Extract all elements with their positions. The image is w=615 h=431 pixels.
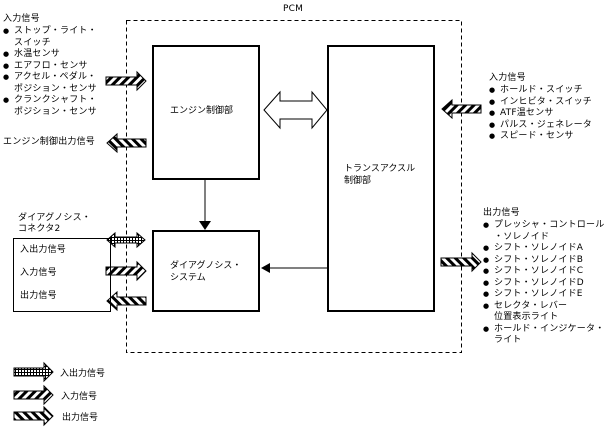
pcm-title: PCM: [283, 4, 304, 14]
pcm-boundary: [126, 20, 462, 353]
engine-control-block: [152, 45, 260, 180]
transaxle-output-arrow: [440, 251, 482, 273]
transaxle-input-item: スピード・センサ: [489, 131, 592, 143]
legend-io-arrow: [13, 361, 54, 383]
transaxle-input-item: インヒビタ・スイッチ: [489, 97, 592, 109]
engine-input-arrow: [105, 70, 147, 92]
diagnosis-system-block: [152, 230, 260, 312]
transaxle-label-line1: トランスアクスル: [344, 164, 416, 174]
transaxle-output-item: シフト・ソレノイドB: [483, 255, 604, 267]
engine-input-item: ストップ・ライト・スイッチ: [3, 26, 97, 49]
transaxle-output-item: プレッシャ・コントロール・ソレノイド: [483, 220, 604, 243]
diag-connector-title-1: ダイアグノシス・: [18, 213, 91, 223]
diagnosis-label-line1: ダイアグノシス・: [170, 261, 242, 271]
diagnosis-label-line2: システム: [170, 273, 206, 283]
transaxle-output-item: シフト・ソレノイドA: [483, 243, 604, 255]
transaxle-control-label: トランスアクスル 制御部: [344, 163, 415, 187]
bidirectional-arrow: [263, 90, 328, 130]
legend-input-arrow: [13, 384, 54, 406]
transaxle-input-arrow: [441, 98, 482, 120]
legend-io-label: 入出力信号: [60, 369, 106, 379]
legend-output-arrow: [13, 405, 54, 427]
transaxle-control-block: [327, 45, 435, 312]
transaxle-outputs-list: プレッシャ・コントロール・ソレノイド シフト・ソレノイドA シフト・ソレノイドB…: [483, 220, 604, 347]
engine-control-label: エンジン制御部: [170, 106, 234, 116]
transaxle-output-item: シフト・ソレノイドE: [483, 289, 604, 301]
engine-output-arrow: [106, 132, 147, 154]
diag-connector-row-io: 入出力信号: [20, 245, 67, 255]
diag-connector-row-input: 入力信号: [20, 268, 57, 278]
engine-input-item: 水温センサ: [3, 49, 97, 61]
diag-connector-box: [13, 238, 111, 312]
diag-input-arrow: [105, 260, 147, 282]
legend-input-label: 入力信号: [61, 392, 98, 402]
diag-output-arrow: [106, 290, 147, 312]
diag-connector-row-output: 出力信号: [20, 291, 57, 301]
diag-connector-title-2: コネクタ2: [18, 224, 61, 234]
engine-input-item: エアフロ・センサ: [3, 61, 97, 73]
transaxle-input-item: パルス・ジェネレータ: [489, 120, 592, 132]
engine-to-diagnosis-arrowhead: [199, 221, 211, 230]
engine-input-item: アクセル・ペダル・ポジション・センサ: [3, 72, 97, 95]
diagnosis-system-label: ダイアグノシス・ システム: [170, 260, 241, 284]
engine-input-item: クランクシャフト・ポジション・センサ: [3, 95, 97, 118]
transaxle-output-item: シフト・ソレノイドD: [483, 278, 604, 290]
transaxle-to-diagnosis-arrowhead: [261, 263, 270, 273]
legend-output-label: 出力信号: [62, 413, 99, 423]
transaxle-label-line2: 制御部: [344, 176, 372, 186]
transaxle-outputs-title: 出力信号: [483, 208, 520, 218]
transaxle-input-item: ホールド・スイッチ: [489, 85, 592, 97]
engine-output-label: エンジン制御出力信号: [3, 137, 96, 147]
transaxle-inputs-list: ホールド・スイッチ インヒビタ・スイッチ ATF温センサ パルス・ジェネレータ …: [489, 85, 592, 143]
transaxle-output-item: ホールド・インジケータ・ライト: [483, 324, 604, 347]
transaxle-output-item: シフト・ソレノイドC: [483, 266, 604, 278]
diag-io-arrow: [106, 231, 146, 249]
transaxle-inputs-title: 入力信号: [489, 73, 526, 83]
engine-inputs-title: 入力信号: [3, 14, 40, 24]
transaxle-input-item: ATF温センサ: [489, 108, 592, 120]
engine-inputs-list: ストップ・ライト・スイッチ 水温センサ エアフロ・センサ アクセル・ペダル・ポジ…: [3, 26, 97, 118]
